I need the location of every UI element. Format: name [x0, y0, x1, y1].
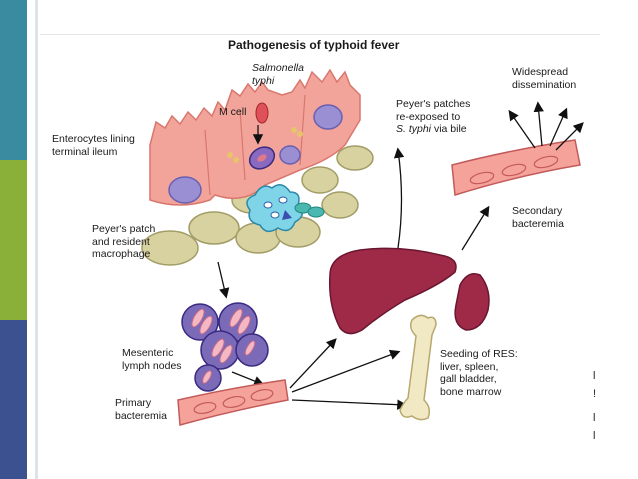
salmonella-bacterium: [255, 102, 269, 124]
accent-strip-teal: [0, 0, 27, 160]
m-cell: [248, 146, 276, 170]
liver: [328, 247, 457, 335]
diagram-title: Pathogenesis of typhoid fever: [228, 38, 400, 52]
macrophage: [246, 184, 304, 233]
arrow-to-primary-bacteremia: [231, 371, 265, 386]
secondary-blood-vessel: [451, 139, 581, 196]
bone: [399, 314, 437, 421]
label-s-typhi: S. typhi: [396, 123, 432, 135]
accent-strip-navy: [0, 320, 27, 479]
lymph-node-inclusions: [191, 308, 256, 384]
label-secondary-bacteremia: Secondary bacteremia: [512, 205, 564, 230]
arrow-bile-reexposure: [393, 147, 405, 249]
arrow-to-bone: [291, 349, 401, 393]
arrow-to-bone-marrow: [291, 399, 408, 410]
tight-junction-marks: [227, 127, 303, 163]
label-via-bile: via bile: [431, 123, 467, 135]
label-primary-bacteremia: Primary bacteremia: [115, 397, 167, 422]
spleen: [454, 273, 490, 331]
label-seeding-res: Seeding of RES: liver, spleen, gall blad…: [440, 348, 518, 398]
accent-strip-green: [0, 160, 27, 320]
arrow-to-liver: [289, 338, 337, 389]
edge-mark-2: !: [593, 388, 597, 400]
label-enterocytes: Enterocytes lining terminal ileum: [52, 133, 135, 158]
label-peyers-reexposed-line1: Peyer's patches re-exposed to: [396, 98, 471, 123]
top-rule: [40, 34, 600, 35]
arrow-to-lymph-nodes: [217, 261, 230, 299]
label-salmonella-typhi: Salmonella typhi: [252, 62, 304, 87]
label-peyers-patch: Peyer's patch and resident macrophage: [92, 223, 156, 260]
primary-blood-vessel: [177, 379, 289, 426]
arrow-to-secondary-bacteremia: [461, 205, 490, 251]
label-mesenteric-lymph-nodes: Mesenteric lymph nodes: [122, 347, 182, 372]
edge-mark-1: l: [593, 370, 596, 382]
dissemination-arrows: [508, 101, 584, 151]
edge-mark-4: l: [593, 430, 596, 442]
slide-divider: [35, 0, 38, 479]
edge-mark-3: l: [593, 412, 596, 424]
enterocyte-nuclei: [168, 104, 343, 204]
label-m-cell: M cell: [219, 106, 247, 118]
teal-bacilli: [294, 202, 325, 218]
label-widespread-dissemination: Widespread dissemination: [512, 66, 577, 91]
